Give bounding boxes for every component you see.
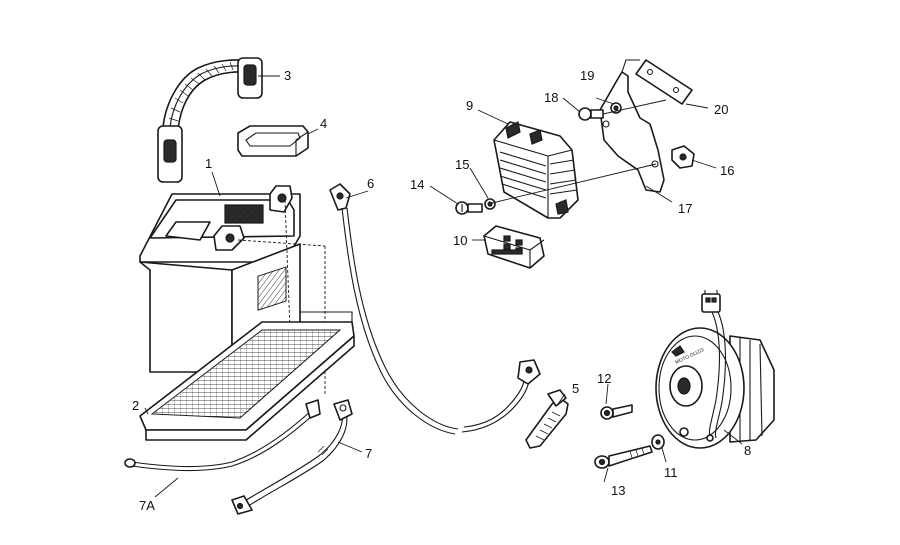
callout-15: 15 — [455, 157, 469, 172]
callout-16: 16 — [720, 163, 734, 178]
callout-20: 20 — [714, 102, 728, 117]
callout-7: 7 — [365, 446, 372, 461]
screw-14 — [455, 201, 483, 215]
rubber-block — [237, 125, 309, 157]
nut-16 — [671, 145, 695, 169]
callout-3: 3 — [284, 68, 291, 83]
bolt-12 — [600, 404, 633, 420]
mounting-plate — [635, 59, 693, 105]
callout-1: 1 — [205, 156, 212, 171]
alignment-lines — [237, 199, 326, 395]
washer-15 — [484, 198, 496, 210]
callout-7a: 7A — [139, 498, 155, 513]
callout-11: 11 — [664, 465, 678, 480]
callout-2: 2 — [132, 398, 139, 413]
battery-tray — [139, 311, 355, 441]
mounting-bracket — [599, 59, 665, 193]
washer-11 — [651, 434, 665, 450]
callout-17: 17 — [678, 201, 692, 216]
ground-cable — [231, 399, 353, 515]
callout-13: 13 — [611, 483, 625, 498]
main-cable — [329, 183, 541, 435]
voltage-regulator — [493, 121, 579, 219]
callout-6: 6 — [367, 176, 374, 191]
bolt-13 — [594, 445, 653, 469]
callout-8: 8 — [744, 443, 751, 458]
terminal-cover — [525, 389, 569, 449]
battery-strap — [157, 57, 263, 183]
callout-4: 4 — [320, 116, 327, 131]
callout-18: 18 — [544, 90, 558, 105]
callout-14: 14 — [410, 177, 424, 192]
callout-labels: 1 2 3 4 5 6 7 7A 8 9 10 11 12 13 14 15 1… — [132, 68, 751, 513]
connector-block — [483, 225, 545, 269]
callout-19: 19 — [580, 68, 594, 83]
callout-10: 10 — [453, 233, 467, 248]
callout-12: 12 — [597, 371, 611, 386]
leader-lines — [144, 75, 743, 498]
callout-5: 5 — [572, 381, 579, 396]
callout-9: 9 — [466, 98, 473, 113]
screw-18 — [578, 107, 604, 121]
short-cable — [124, 399, 321, 472]
assembly-axes — [491, 99, 667, 204]
alternator: MOTO GUZZI — [655, 290, 775, 449]
